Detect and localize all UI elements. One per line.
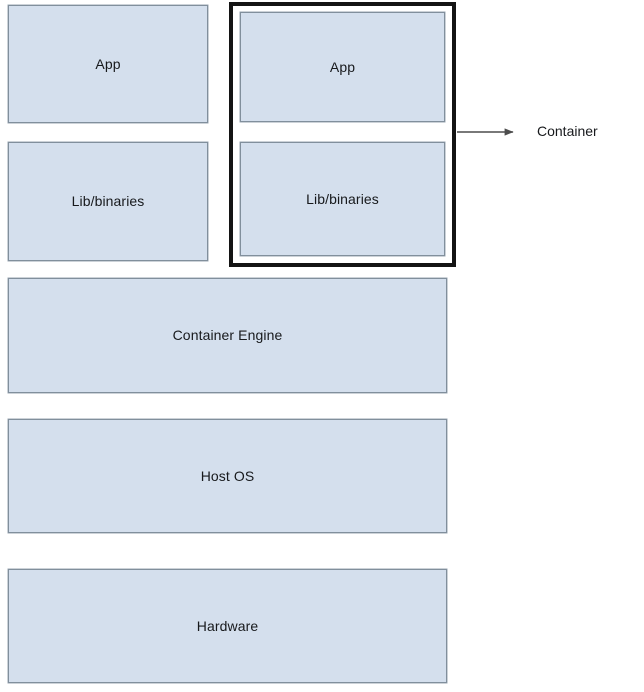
app-box-left-label: App <box>95 55 121 72</box>
hardware-box[interactable]: Hardware <box>8 569 447 683</box>
lib-binaries-box-left-label: Lib/binaries <box>71 193 145 210</box>
app-box-container[interactable]: App <box>240 12 445 122</box>
app-box-left[interactable]: App <box>8 5 208 123</box>
hardware-box-label: Hardware <box>196 617 259 634</box>
app-box-container-label: App <box>329 58 356 75</box>
container-engine-box-label: Container Engine <box>172 327 283 344</box>
lib-binaries-box-container[interactable]: Lib/binaries <box>240 142 445 256</box>
container-engine-box[interactable]: Container Engine <box>8 278 447 393</box>
lib-binaries-box-left[interactable]: Lib/binaries <box>8 142 208 261</box>
container-callout-label: Container <box>537 123 598 139</box>
host-os-box[interactable]: Host OS <box>8 419 447 533</box>
host-os-box-label: Host OS <box>200 467 255 484</box>
lib-binaries-box-container-label: Lib/binaries <box>306 190 379 207</box>
